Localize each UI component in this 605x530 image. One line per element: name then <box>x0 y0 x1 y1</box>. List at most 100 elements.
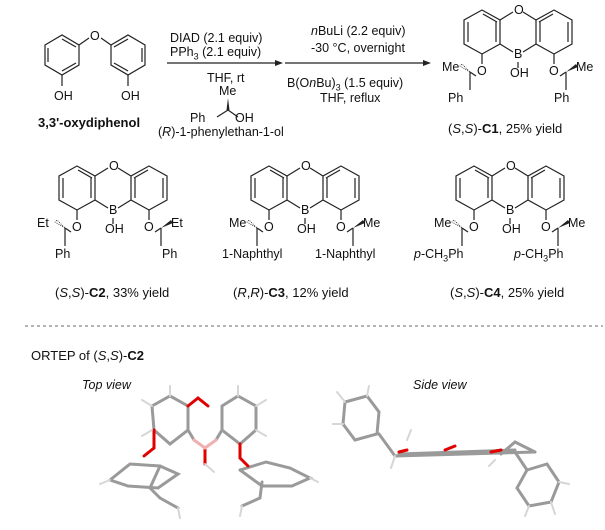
label-text: Ph <box>448 247 464 261</box>
ortep-compound: C2 <box>127 348 144 363</box>
boron-label: B <box>514 47 522 61</box>
ether-oxygen-left: O <box>264 220 274 234</box>
alcohol-name: (R)-1-phenylethan-1-ol <box>158 125 284 139</box>
ortep-side-view <box>332 385 570 517</box>
ether-oxygen-right: O <box>144 220 154 234</box>
label-text: O <box>514 3 524 17</box>
label-text: B <box>506 203 515 217</box>
pph3-subscript: 3 <box>193 51 199 62</box>
yield-text: , 25% yield <box>498 121 563 136</box>
reaction-arrow-2 <box>285 60 431 66</box>
ether-oxygen-right: O <box>336 220 346 234</box>
label-text: 1-Naphthyl <box>315 247 376 261</box>
config-a: S <box>452 121 462 136</box>
pph3-prefix: PPh <box>170 45 194 59</box>
para-prefix: p <box>414 247 421 261</box>
top-view-label: Top view <box>82 378 131 392</box>
alcohol-structure <box>216 98 239 118</box>
alcohol-me-label: Me <box>219 84 237 98</box>
boron-oh-label: OH <box>502 222 521 236</box>
label-text: B <box>514 47 523 61</box>
boraoxa-core-structure <box>451 165 570 246</box>
step2-conditions: THF, reflux <box>320 91 381 105</box>
core-oxygen-label: O <box>514 3 524 17</box>
label-text: -CH <box>520 247 544 261</box>
config-a: R <box>237 285 247 300</box>
ortep-title: ORTEP of (S,S)-C2 <box>31 348 144 363</box>
ortep-top-view <box>99 385 319 519</box>
oh-label-right: OH <box>121 89 140 103</box>
label-text: O <box>477 64 487 78</box>
pph3-suffix: (2.1 equiv) <box>198 45 262 59</box>
left-alkyl-label: Me <box>229 216 246 230</box>
left-aryl-label: 1-Naphthyl <box>222 247 282 261</box>
nbuli-rest: BuLi (2.2 equiv) <box>317 24 406 38</box>
label-text: O <box>549 64 559 78</box>
right-aryl-label: p-CH3Ph <box>514 247 563 266</box>
label-text: OH <box>502 222 521 236</box>
label-text: 1-Naphthyl <box>222 247 283 261</box>
oxydiphenol-structure <box>44 34 146 86</box>
boron-oh-label: OH <box>297 222 316 236</box>
label-text: Et <box>37 216 49 230</box>
borate-c: (1.5 equiv) <box>340 76 404 90</box>
subscript: 3 <box>543 253 549 264</box>
label-text: O <box>264 220 274 234</box>
borate-subscript: 3 <box>335 82 341 93</box>
right-aryl-label: Ph <box>554 91 569 105</box>
left-alkyl-label: Me <box>442 60 459 74</box>
borate-n: n <box>309 76 317 90</box>
compound-id: C2 <box>88 285 106 300</box>
label-text: Ph <box>55 247 71 261</box>
label-text: O <box>541 220 551 234</box>
subscript: 3 <box>443 253 449 264</box>
boraoxa-core-structure <box>246 165 365 246</box>
label-text: O <box>301 159 311 173</box>
reaction-arrow-1 <box>167 60 283 66</box>
right-alkyl-label: Me <box>363 216 380 230</box>
ether-oxygen-left: O <box>477 64 487 78</box>
step1-reagent-pph3: PPh3 (2.1 equiv) <box>170 45 261 64</box>
yield-text: , 12% yield <box>285 285 349 300</box>
ortep-title-mid: )- <box>118 348 128 363</box>
boron-label: B <box>109 203 117 217</box>
label-text: Ph <box>162 247 178 261</box>
boron-label: B <box>301 203 309 217</box>
config-b: S <box>71 285 81 300</box>
step2-temperature: -30 °C, overnight <box>311 41 405 55</box>
product-caption: (S,S)-C4, 25% yield <box>450 285 565 300</box>
config-a: S <box>454 285 464 300</box>
right-aryl-label: Ph <box>162 247 177 261</box>
oh-label-left: OH <box>54 89 73 103</box>
alcohol-oh-label: OH <box>235 111 254 125</box>
ether-oxygen-left: O <box>72 220 82 234</box>
bridge-oxygen-label: O <box>90 29 100 43</box>
boron-oh-label: OH <box>510 66 529 80</box>
label-text: Ph <box>548 247 564 261</box>
compound-id: C1 <box>481 121 499 136</box>
yield-text: , 25% yield <box>500 285 565 300</box>
right-aryl-label: 1-Naphthyl <box>315 247 375 261</box>
yield-text: , 33% yield <box>105 285 170 300</box>
product-caption: (R,R)-C3, 12% yield <box>233 285 349 300</box>
ether-oxygen-right: O <box>541 220 551 234</box>
label-text: OH <box>105 222 124 236</box>
boraoxa-core-structure <box>54 165 173 246</box>
borate-a: B(O <box>287 76 310 90</box>
config-b: R <box>250 285 260 300</box>
label-text: Me <box>434 216 452 230</box>
label-text: Et <box>171 216 183 230</box>
config-a: S <box>59 285 69 300</box>
label-text: B <box>301 203 310 217</box>
label-text: O <box>72 220 82 234</box>
ortep-config-b: S <box>110 348 119 363</box>
section-divider <box>25 325 603 327</box>
label-text: O <box>336 220 346 234</box>
step2-reagent-nbuli: nBuLi (2.2 equiv) <box>311 24 406 38</box>
config-b: S <box>464 121 474 136</box>
right-alkyl-label: Me <box>576 60 593 74</box>
borate-b: Bu) <box>316 76 336 90</box>
